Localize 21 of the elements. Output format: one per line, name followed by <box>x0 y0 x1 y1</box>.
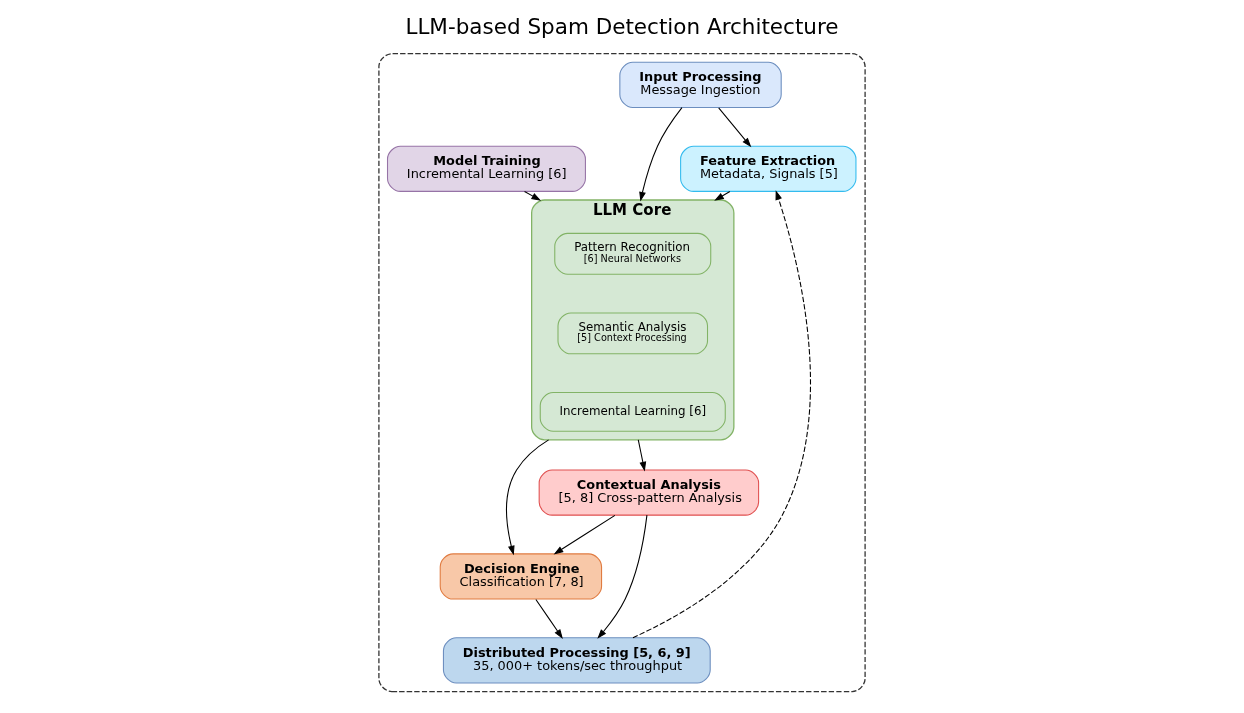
arrow <box>718 107 752 148</box>
node-box: Semantic Analysis [5] Context Processing <box>557 312 709 355</box>
arrow <box>597 514 648 639</box>
node-box: Input Processing Message Ingestion <box>619 61 782 109</box>
arrow <box>714 191 731 201</box>
node-box: Decision Engine Classification [7, 8] <box>439 553 603 600</box>
cluster <box>378 53 866 693</box>
arrow <box>506 439 550 556</box>
node-box: Model Training Incremental Learning [6] <box>386 145 586 192</box>
arrow <box>524 190 542 201</box>
diagram-title: LLM-based Spam Detection Architecture <box>405 14 839 40</box>
arrow <box>553 514 616 555</box>
node-box: Pattern Recognition [6] Neural Networks <box>554 232 712 275</box>
arrow <box>632 190 811 639</box>
arrow <box>535 598 563 639</box>
node-box: Distributed Processing [5, 6, 9] 35, 000+ tokens/sec throughput <box>442 637 711 684</box>
node-box: Contextual Analysis [5, 8] Cross-pattern Analysis <box>538 469 760 516</box>
arrow <box>639 107 683 202</box>
node-box: Feature Extraction Metadata, Signals [5] <box>680 145 857 192</box>
node-box: Incremental Learning [6] <box>539 392 726 432</box>
arrow <box>637 439 647 472</box>
